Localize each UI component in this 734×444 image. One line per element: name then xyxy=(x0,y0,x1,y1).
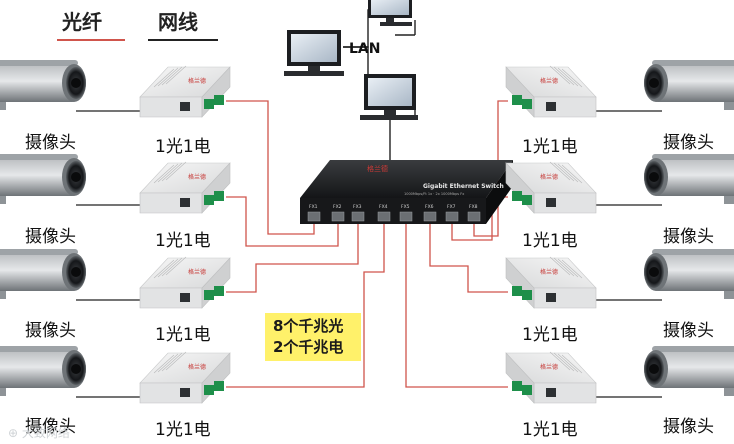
media-converter-icon: 格兰德 xyxy=(139,256,231,309)
camera-label: 摄像头 xyxy=(663,227,714,247)
computer-bottom xyxy=(360,74,418,120)
svg-text:格兰德: 格兰德 xyxy=(540,268,558,276)
camera-icon xyxy=(0,154,86,204)
computer-left xyxy=(284,30,344,76)
camera-label: 摄像头 xyxy=(25,133,76,153)
svg-text:FX1: FX1 xyxy=(309,204,318,210)
camera-icon xyxy=(0,346,86,396)
gigabit-switch: 格兰德 Gigabit Ethernet Switch 1000Mbps/Ft … xyxy=(300,160,513,224)
camera-label: 摄像头 xyxy=(25,227,76,247)
svg-text:格兰德: 格兰德 xyxy=(188,363,206,371)
converter-label: 1光1电 xyxy=(155,325,211,345)
converter-label: 1光1电 xyxy=(522,137,578,157)
switch-port: FX5 xyxy=(399,204,413,222)
camera-icon xyxy=(644,249,734,299)
camera-label: 摄像头 xyxy=(663,321,714,341)
converter-label: 1光1电 xyxy=(155,420,211,440)
camera-label: 摄像头 xyxy=(663,417,714,437)
camera-icon xyxy=(644,346,734,396)
media-converter-icon: 格兰德 xyxy=(505,351,597,404)
camera-label: 摄像头 xyxy=(25,417,76,437)
media-converter-icon: 格兰德 xyxy=(139,161,231,214)
switch-ports: FX1 FX2 FX3 FX4 FX5 FX6 FX7 FX8 xyxy=(307,204,481,222)
svg-text:FX2: FX2 xyxy=(333,204,342,210)
capacity-callout: 8个千兆光 2个千兆电 xyxy=(265,313,361,361)
media-converter-icon: 格兰德 xyxy=(505,161,597,214)
converter-label: 1光1电 xyxy=(522,325,578,345)
camera-icon xyxy=(644,154,734,204)
camera-icon xyxy=(0,60,86,110)
svg-text:格兰德: 格兰德 xyxy=(188,173,206,181)
camera-icon xyxy=(644,60,734,110)
svg-text:FX6: FX6 xyxy=(425,204,434,210)
camera-label: 摄像头 xyxy=(663,133,714,153)
svg-text:FX8: FX8 xyxy=(469,204,478,210)
svg-text:FX7: FX7 xyxy=(447,204,456,210)
svg-text:格兰德: 格兰德 xyxy=(540,173,558,181)
switch-subtitle: 1000Mbps/Ft 1x · 2x 1000Mbps Fx xyxy=(404,192,464,196)
legend-cable: 网线 xyxy=(158,10,198,34)
converter-label: 1光1电 xyxy=(155,137,211,157)
callout-line-copper: 2个千兆电 xyxy=(273,338,344,356)
converter-label: 1光1电 xyxy=(522,231,578,251)
switch-brand: 格兰德 xyxy=(367,164,388,173)
media-converter-icon: 格兰德 xyxy=(505,65,597,118)
media-converter-icon: 格兰德 xyxy=(505,256,597,309)
svg-text:FX3: FX3 xyxy=(353,204,362,210)
computer-top xyxy=(368,0,412,26)
svg-text:FX5: FX5 xyxy=(401,204,410,210)
converter-label: 1光1电 xyxy=(155,231,211,251)
fiber-cables xyxy=(226,100,508,388)
switch-port: FX3 xyxy=(351,204,365,222)
switch-port: FX4 xyxy=(377,204,391,222)
media-converter-icon: 格兰德 xyxy=(139,351,231,404)
media-converter-icon: 格兰德 xyxy=(139,65,231,118)
watermark: ⊕ 大致网络 xyxy=(8,426,70,440)
callout-line-fiber: 8个千兆光 xyxy=(273,317,344,335)
cameras xyxy=(0,60,734,396)
lan-label: LAN xyxy=(349,41,381,57)
switch-title: Gigabit Ethernet Switch xyxy=(423,183,504,190)
switch-port: FX1 xyxy=(307,204,321,222)
svg-text:FX4: FX4 xyxy=(379,204,388,210)
converter-label: 1光1电 xyxy=(522,420,578,440)
camera-label: 摄像头 xyxy=(25,321,76,341)
camera-icon xyxy=(0,249,86,299)
switch-port: FX8 xyxy=(467,204,481,222)
switch-port: FX6 xyxy=(423,204,437,222)
svg-text:格兰德: 格兰德 xyxy=(188,268,206,276)
legend-fiber: 光纤 xyxy=(62,10,102,34)
switch-port: FX2 xyxy=(331,204,345,222)
switch-port: FX7 xyxy=(445,204,459,222)
svg-text:格兰德: 格兰德 xyxy=(188,77,206,85)
media-converters: 格兰德格兰德格兰德格兰德格兰德格兰德格兰德格兰德 xyxy=(139,65,597,404)
svg-text:格兰德: 格兰德 xyxy=(540,77,558,85)
svg-text:格兰德: 格兰德 xyxy=(540,363,558,371)
